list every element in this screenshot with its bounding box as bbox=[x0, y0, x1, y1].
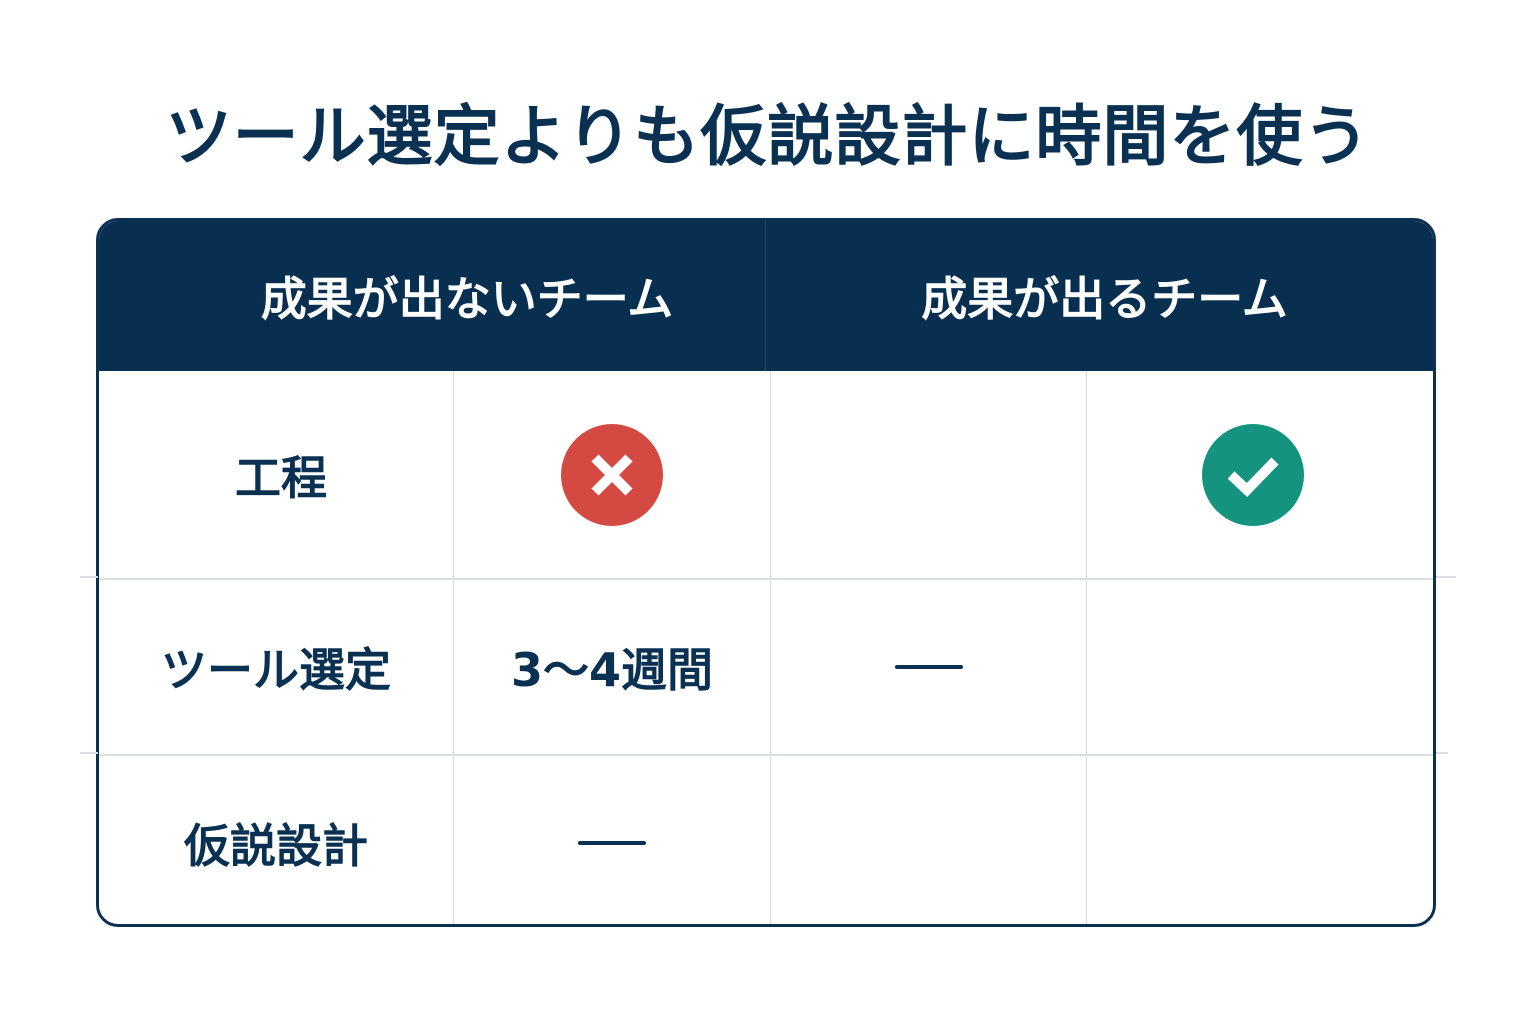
dash-mark bbox=[578, 840, 646, 845]
dash-mark bbox=[894, 665, 963, 669]
cell-unsuccessful-process bbox=[454, 371, 771, 579]
check-circle-icon bbox=[1202, 424, 1304, 526]
table-row: ツール選定 3〜4週間 bbox=[99, 579, 1433, 755]
row-divider-extension bbox=[80, 752, 98, 754]
cell-empty bbox=[771, 755, 1087, 924]
table-row: 仮説設計 bbox=[99, 755, 1433, 924]
row-divider-extension bbox=[80, 576, 98, 578]
page-title: ツール選定よりも仮説設計に時間を使う bbox=[165, 98, 1371, 175]
row-label: 仮説設計 bbox=[99, 755, 454, 924]
header-unsuccessful-team: 成果が出ないチーム bbox=[99, 221, 766, 371]
row-divider-extension bbox=[1436, 576, 1456, 578]
cell-empty bbox=[1087, 755, 1433, 924]
header-successful-team: 成果が出るチーム bbox=[921, 272, 1288, 326]
cell-successful-process bbox=[1087, 371, 1433, 579]
comparison-table: 成果が出ないチーム 成果が出るチーム 工程 ツール選定 3〜4週間 仮説設計 bbox=[96, 218, 1436, 927]
row-divider bbox=[99, 754, 1433, 756]
cell-dash bbox=[771, 579, 1087, 755]
cell-tool-selection-duration: 3〜4週間 bbox=[454, 579, 771, 755]
row-label: ツール選定 bbox=[99, 579, 454, 755]
table-row: 工程 bbox=[99, 371, 1433, 579]
x-circle-icon bbox=[561, 424, 663, 526]
cell-dash bbox=[454, 755, 771, 924]
row-divider-extension bbox=[1436, 752, 1448, 754]
table-header: 成果が出ないチーム 成果が出るチーム bbox=[99, 221, 1433, 371]
cell-empty bbox=[1087, 579, 1433, 755]
row-label: 工程 bbox=[99, 371, 454, 579]
row-divider bbox=[99, 578, 1433, 580]
cell-empty bbox=[771, 371, 1087, 579]
